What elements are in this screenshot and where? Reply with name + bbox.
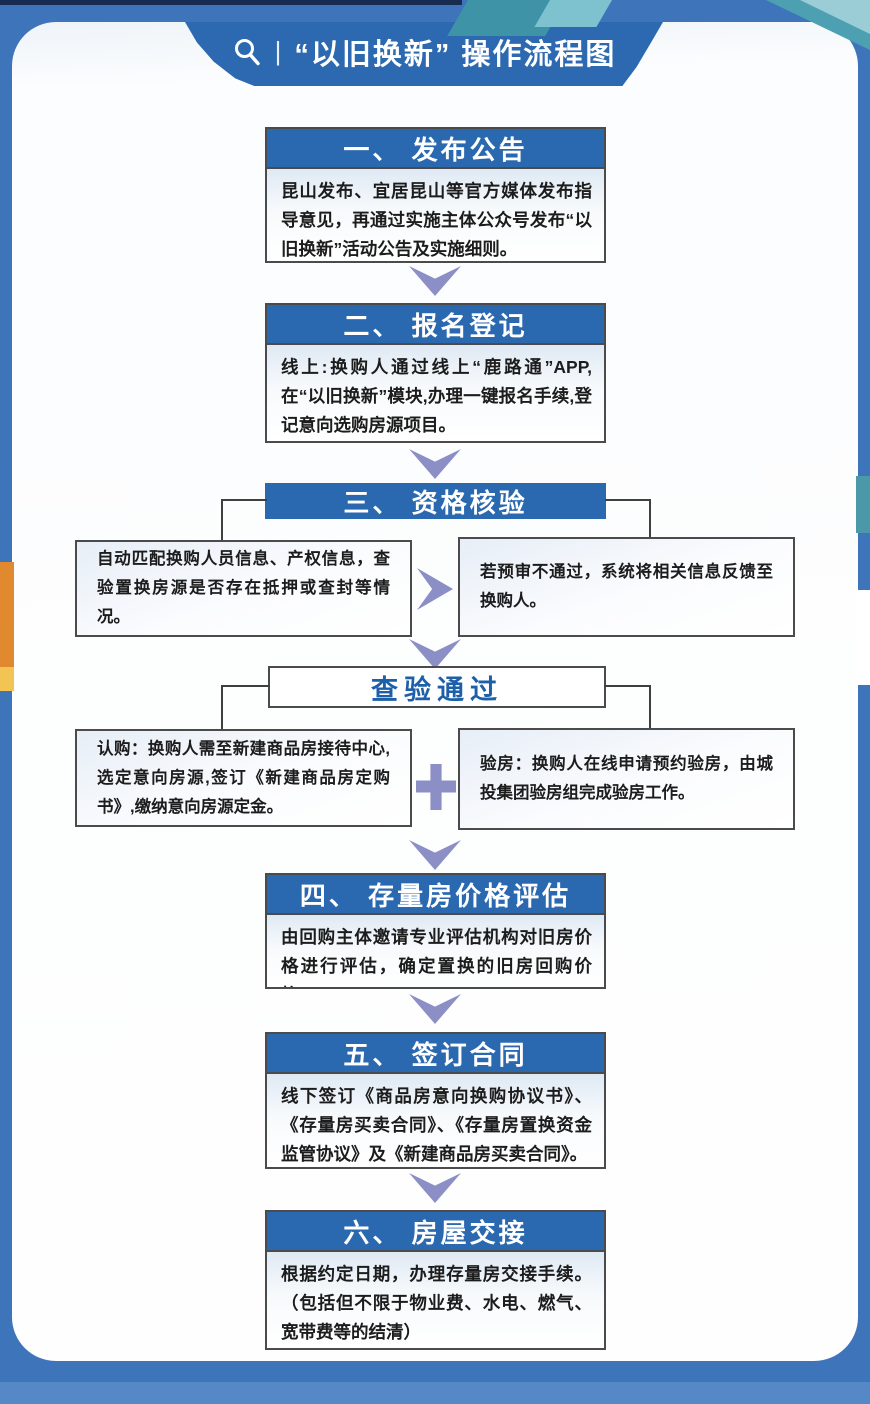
step5-box: 五、 签订合同 线下签订《商品房意向换购协议书》、《存量房买卖合同》、《存量房置…	[265, 1032, 606, 1169]
step6-body: 根据约定日期，办理存量房交接手续。（包括但不限于物业费、水电、燃气、宽带费等的结…	[267, 1250, 604, 1348]
step2-body: 线上:换购人通过线上“鹿路通”APP,在“以旧换新”模块,办理一键报名手续,登记…	[267, 343, 604, 441]
step3-right-text: 若预审不通过，系统将相关信息反馈至换购人。	[480, 563, 773, 610]
step1-body: 昆山发布、宜居昆山等官方媒体发布指导意见，再通过实施主体公众号发布“以旧换新”活…	[267, 167, 604, 261]
decor-white-edge	[856, 590, 870, 685]
step1-box: 一、 发布公告 昆山发布、宜居昆山等官方媒体发布指导意见，再通过实施主体公众号发…	[265, 127, 606, 263]
step4-body: 由回购主体邀请专业评估机构对旧房价格进行评估，确定置换的旧房回购价格。	[267, 913, 604, 987]
step5-body: 线下签订《商品房意向换购协议书》、《存量房买卖合同》、《存量房置换资金监管协议》…	[267, 1072, 604, 1167]
step3-right-box: 若预审不通过，系统将相关信息反馈至换购人。	[458, 537, 795, 637]
title-banner: | “以旧换新” 操作流程图	[185, 22, 663, 86]
connector-line	[221, 499, 267, 501]
decor-teal-edge	[856, 476, 870, 533]
title-divider: |	[274, 35, 282, 66]
step6-box: 六、 房屋交接 根据约定日期，办理存量房交接手续。（包括但不限于物业费、水电、燃…	[265, 1210, 606, 1350]
step3-header: 三、 资格核验	[265, 483, 606, 519]
decor-orange-edge	[0, 562, 14, 667]
connector-line	[221, 685, 270, 687]
connector-line	[221, 685, 223, 730]
decor-bottom-bar	[0, 1382, 870, 1404]
decor-yellow-edge	[0, 667, 14, 691]
step2-box: 二、 报名登记 线上:换购人通过线上“鹿路通”APP,在“以旧换新”模块,办理一…	[265, 303, 606, 443]
step6-header: 六、 房屋交接	[267, 1212, 604, 1250]
gate-right-text: 验房：换购人在线申请预约验房，由城投集团验房组完成验房工作。	[480, 755, 773, 802]
gate-box: 查验通过	[268, 666, 606, 708]
step3-left-text: 自动匹配换购人员信息、产权信息，查验置换房源是否存在抵押或查封等情况。	[97, 550, 390, 626]
gate-right-box: 验房：换购人在线申请预约验房，由城投集团验房组完成验房工作。	[458, 728, 795, 830]
connector-line	[221, 499, 223, 541]
gate-left-box: 认购：换购人需至新建商品房接待中心,选定意向房源,签订《新建商品房定购书》,缴纳…	[75, 729, 412, 827]
connector-line	[649, 685, 651, 729]
step1-header: 一、 发布公告	[267, 129, 604, 167]
step3-left-box: 自动匹配换购人员信息、产权信息，查验置换房源是否存在抵押或查封等情况。	[75, 540, 412, 637]
step4-box: 四、 存量房价格评估 由回购主体邀请专业评估机构对旧房价格进行评估，确定置换的旧…	[265, 873, 606, 989]
connector-line	[604, 685, 651, 687]
connector-line	[605, 499, 651, 501]
page-title: “以旧换新” 操作流程图	[294, 39, 617, 71]
step5-header: 五、 签订合同	[267, 1034, 604, 1072]
step2-header: 二、 报名登记	[267, 305, 604, 343]
decor-navy-strip-top	[0, 0, 462, 5]
search-icon	[234, 39, 260, 66]
gate-left-text: 认购：换购人需至新建商品房接待中心,选定意向房源,签订《新建商品房定购书》,缴纳…	[97, 739, 390, 816]
step4-header: 四、 存量房价格评估	[267, 875, 604, 913]
connector-line	[649, 499, 651, 538]
